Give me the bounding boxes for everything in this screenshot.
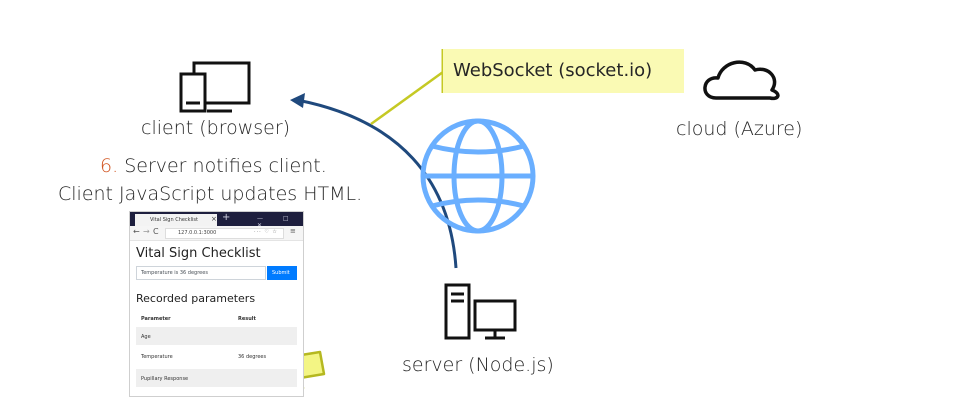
table-cell-parameter: Temperature xyxy=(141,354,173,360)
table-cell-parameter: Age xyxy=(141,334,151,340)
page-title: Vital Sign Checklist xyxy=(136,246,261,261)
cloud-label: cloud (Azure) xyxy=(676,118,803,140)
table-row-stripe xyxy=(136,327,297,345)
submit-button-label: Submit xyxy=(272,270,290,276)
step-number: 6. xyxy=(100,155,119,177)
server-label: server (Node.js) xyxy=(402,354,554,376)
tab-title: Vital Sign Checklist xyxy=(150,217,198,223)
browser-navbar: ← → C 127.0.0.1:3000 ··· ♡ ☆ ≡ xyxy=(130,226,303,241)
websocket-callout: WebSocket (socket.io) xyxy=(443,49,684,93)
browser-tab[interactable]: Vital Sign Checklist × xyxy=(135,214,217,226)
parameter-input[interactable]: Temperature is 36 degrees xyxy=(136,266,266,280)
submit-button[interactable]: Submit xyxy=(267,266,297,280)
websocket-label: WebSocket (socket.io) xyxy=(453,60,653,81)
table-header-parameter: Parameter xyxy=(141,316,171,322)
menu-icon[interactable]: ≡ xyxy=(290,227,296,235)
address-bar-icons[interactable]: ··· ♡ ☆ xyxy=(254,229,278,235)
server-icon xyxy=(444,283,517,340)
client-label: client (browser) xyxy=(141,117,291,139)
notify-arrow-head xyxy=(290,93,305,108)
table-cell-parameter: Pupillary Response xyxy=(141,376,189,382)
address-bar[interactable]: 127.0.0.1:3000 ··· ♡ ☆ xyxy=(165,228,284,239)
notify-caption-line2: Client JavaScript updates HTML. xyxy=(58,183,363,205)
notify-text-line1: Server notifies client. xyxy=(124,155,327,177)
recorded-heading: Recorded parameters xyxy=(136,292,256,305)
cloud-icon xyxy=(703,60,780,101)
browser-window: Vital Sign Checklist × + — □ ✕ ← → C 127… xyxy=(129,211,304,397)
notify-caption-line1: 6. Server notifies client. xyxy=(100,155,327,177)
forward-icon[interactable]: → xyxy=(143,227,150,236)
callout-line xyxy=(370,70,444,126)
tab-close-icon[interactable]: × xyxy=(211,215,217,223)
browser-titlebar: Vital Sign Checklist × + — □ ✕ xyxy=(130,212,303,229)
new-tab-icon[interactable]: + xyxy=(222,212,231,223)
window-controls[interactable]: — □ ✕ xyxy=(257,215,298,229)
reload-icon[interactable]: C xyxy=(153,227,159,236)
table-row-stripe xyxy=(136,369,297,387)
table-header-result: Result xyxy=(238,316,256,322)
parameter-input-value: Temperature is 36 degrees xyxy=(141,270,208,276)
back-icon[interactable]: ← xyxy=(133,227,140,236)
notify-arrow xyxy=(296,98,458,269)
globe-icon xyxy=(420,118,536,234)
table-cell-result: 36 degrees xyxy=(238,354,267,360)
url-text: 127.0.0.1:3000 xyxy=(178,230,217,236)
client-devices-icon xyxy=(179,61,251,113)
